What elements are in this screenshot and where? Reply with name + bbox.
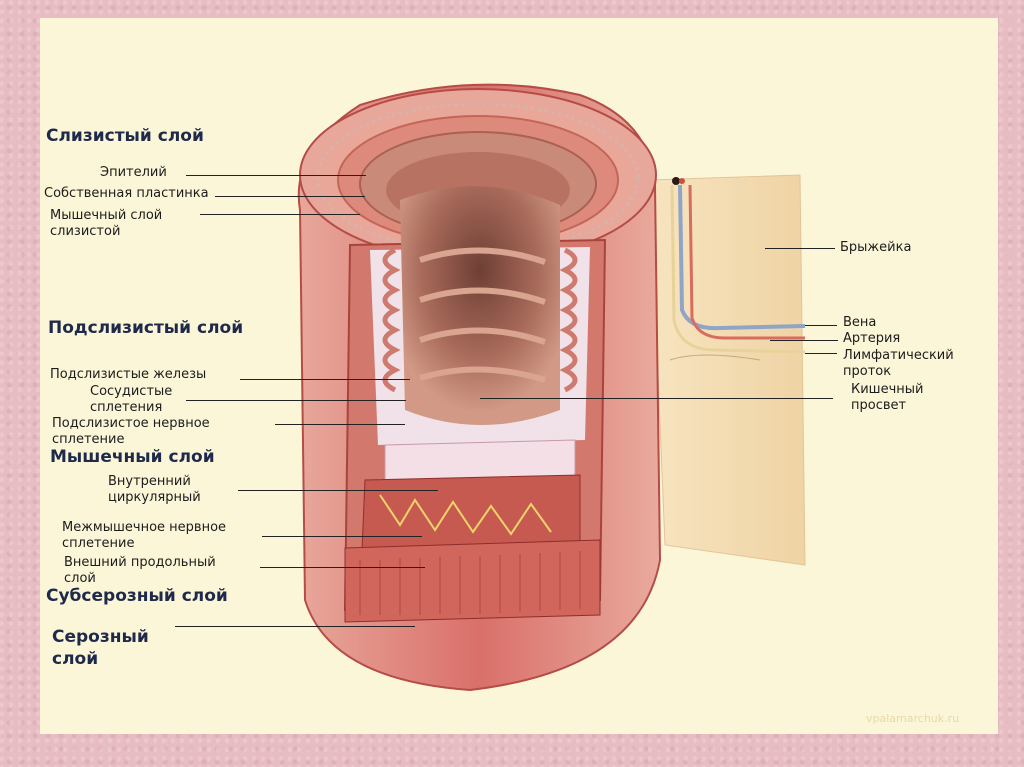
heading-serosa: Серозный слой: [52, 626, 149, 670]
label-submucosal-glands: Подслизистые железы: [50, 367, 206, 383]
inner-circular-muscle: [362, 475, 580, 550]
label-vascular-plexus: Сосудистые сплетения: [90, 384, 172, 416]
heading-submucosa: Подслизистый слой: [48, 318, 243, 338]
credit-watermark: vpalamarchuk.ru: [866, 712, 959, 725]
label-lamina-propria: Собственная пластинка: [44, 186, 209, 202]
heading-muscularis: Мышечный слой: [50, 447, 215, 467]
leader-serosa: [175, 626, 415, 627]
leader-lamina-propria: [215, 196, 365, 197]
label-myenteric-plexus: Межмышечное нервное сплетение: [62, 520, 226, 552]
leader-inner-circular: [238, 490, 438, 491]
leader-submucosal-plexus: [275, 424, 405, 425]
leader-myenteric-plexus: [262, 536, 422, 537]
leader-lymph-duct: [805, 353, 837, 354]
intestinal-lumen: [400, 186, 560, 425]
label-inner-circular: Внутренний циркулярный: [108, 474, 201, 506]
label-muscularis-mucosae: Мышечный слой слизистой: [50, 208, 162, 240]
label-lumen: Кишечный просвет: [851, 382, 923, 414]
label-outer-longitudinal: Внешний продольный слой: [64, 555, 216, 587]
label-submucosal-plexus: Подслизистое нервное сплетение: [52, 416, 210, 448]
label-epithelium: Эпителий: [100, 165, 167, 181]
leader-outer-longitudinal: [260, 567, 425, 568]
outer-longitudinal-muscle: [345, 540, 600, 622]
leader-lumen: [480, 398, 833, 399]
leader-mesentery: [765, 248, 835, 249]
label-mesentery: Брыжейка: [840, 240, 911, 256]
leader-submucosal-glands: [240, 379, 410, 380]
label-artery: Артерия: [843, 331, 900, 347]
leader-vein: [805, 325, 837, 326]
label-vein: Вена: [843, 315, 876, 331]
leader-muscularis-mucosae: [200, 214, 360, 215]
heading-mucosa: Слизистый слой: [46, 126, 204, 146]
heading-subserosa: Субсерозный слой: [46, 586, 228, 606]
leader-vascular-plexus: [186, 400, 406, 401]
leader-epithelium: [186, 175, 366, 176]
leader-artery: [770, 340, 838, 341]
label-lymph-duct: Лимфатический проток: [843, 348, 954, 380]
